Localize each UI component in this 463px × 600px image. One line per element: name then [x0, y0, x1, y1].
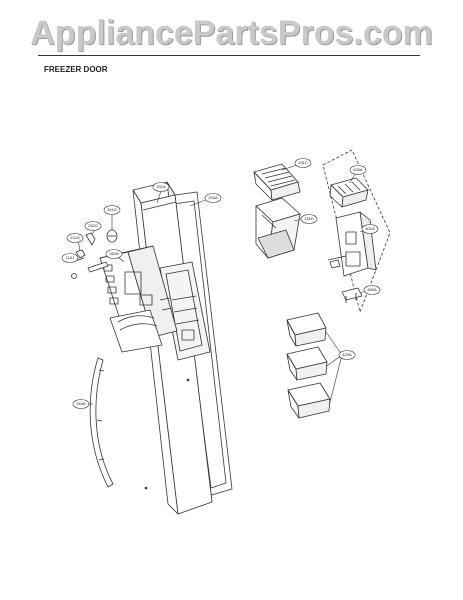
- door-handle: [89, 357, 114, 488]
- ice-maker-housing: [327, 211, 377, 277]
- svg-text:401A: 401A: [365, 226, 375, 231]
- svg-text:282A: 282A: [109, 251, 119, 256]
- callout-282a: 282A: [105, 249, 123, 259]
- callout-203a: 203A: [204, 193, 222, 203]
- callout-131d: 131D: [300, 214, 318, 224]
- section-title: FREEZER DOOR: [44, 65, 108, 74]
- svg-text:203A: 203A: [208, 195, 218, 200]
- door-bin-bottom: [287, 382, 331, 419]
- svg-text:131C: 131C: [298, 160, 308, 165]
- svg-text:282G: 282G: [88, 223, 98, 228]
- callout-344a: 344A: [72, 399, 90, 409]
- svg-text:341G: 341G: [107, 207, 117, 212]
- svg-text:420A: 420A: [342, 352, 352, 357]
- callout-110j: 110J: [61, 253, 79, 263]
- svg-text:450A: 450A: [367, 287, 377, 292]
- door-bin-top: [286, 312, 327, 347]
- door-bin-middle: [286, 346, 328, 381]
- svg-text:212G: 212G: [70, 235, 80, 240]
- svg-text:344A: 344A: [76, 401, 86, 406]
- callout-201a: 201A: [152, 182, 170, 192]
- callout-212g: 212G: [66, 233, 84, 243]
- callout-420a: 420A: [338, 350, 356, 360]
- callout-430a: 430A: [349, 165, 367, 175]
- callout-341g: 341G: [103, 205, 121, 215]
- watermark-logo: AppliancePartsPros.com: [30, 14, 433, 52]
- svg-text:201A: 201A: [156, 184, 166, 189]
- ice-bucket: [255, 197, 301, 259]
- svg-text:131D: 131D: [304, 216, 314, 221]
- dispenser-housing: [99, 245, 178, 353]
- ice-maker: [329, 177, 369, 208]
- ice-bucket-cover: [253, 163, 301, 201]
- svg-text:110J: 110J: [66, 255, 74, 260]
- callout-401a: 401A: [361, 224, 379, 234]
- small-parts: [71, 229, 118, 279]
- callout-131c: 131C: [294, 158, 312, 168]
- small-part-450a: [341, 287, 363, 303]
- callout-282g: 282G: [84, 221, 102, 231]
- svg-text:430A: 430A: [353, 167, 363, 172]
- header-rule: [38, 55, 420, 56]
- callout-450a: 450A: [363, 285, 381, 295]
- ice-maker-assembly-frame: [322, 149, 391, 313]
